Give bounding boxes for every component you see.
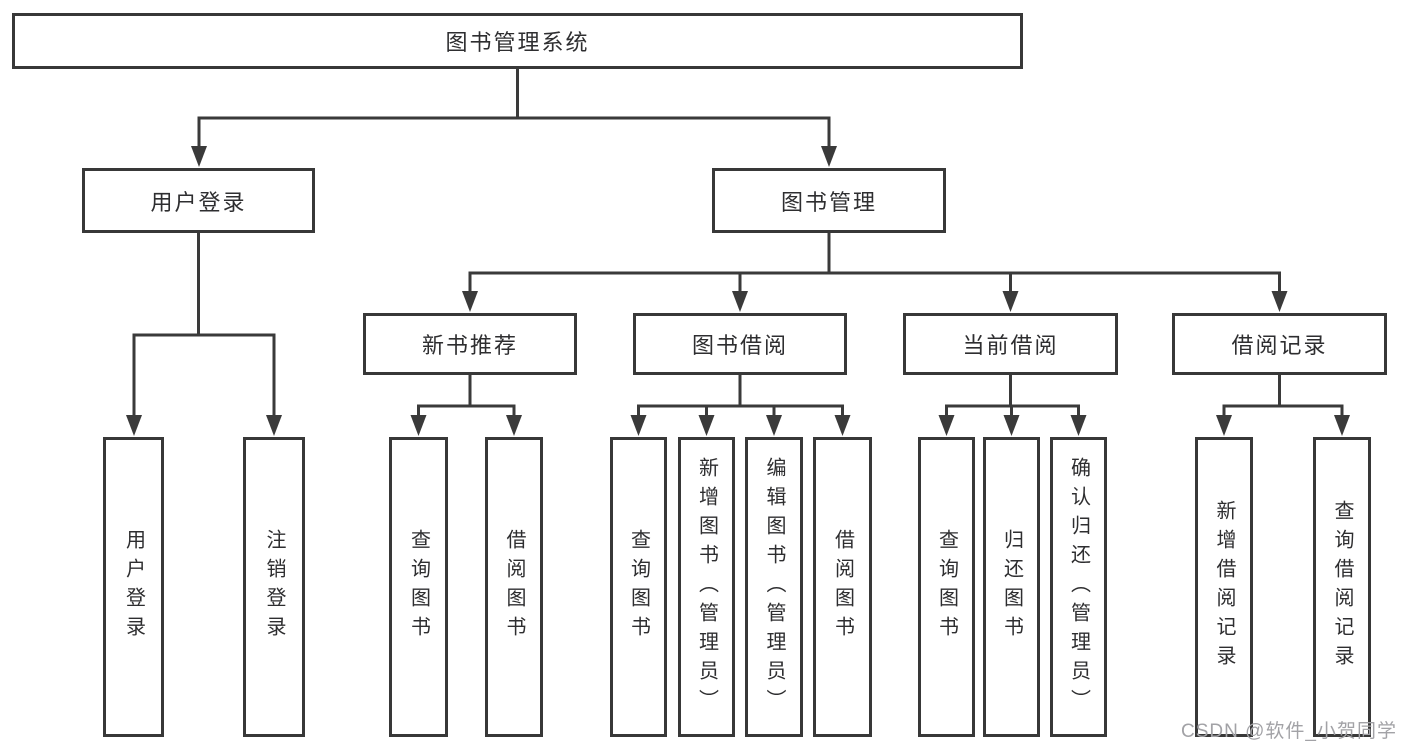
diagram-node-book-management: 图书管理 xyxy=(712,168,946,233)
diagram-node-leaf-cb-return-book: 归还图书 xyxy=(983,437,1040,737)
diagram-node-leaf-cb-confirm-return: 确认归还（管理员） xyxy=(1050,437,1107,737)
arrowhead-icon xyxy=(1216,415,1232,436)
arrowhead-icon xyxy=(462,291,478,312)
diagram-node-root: 图书管理系统 xyxy=(12,13,1023,69)
arrowhead-icon xyxy=(834,415,851,436)
diagram-node-leaf-br-add-record: 新增借阅记录 xyxy=(1195,437,1253,737)
watermark-text: CSDN @软件_小贺同学 xyxy=(1181,721,1397,742)
diagram-node-leaf-logout: 注销登录 xyxy=(243,437,305,737)
arrowhead-icon xyxy=(698,415,715,436)
arrowhead-icon xyxy=(821,146,837,167)
diagram-node-user-login: 用户登录 xyxy=(82,168,315,233)
diagram-node-leaf-bb-borrow-book: 借阅图书 xyxy=(813,437,872,737)
arrowhead-icon xyxy=(191,146,207,167)
arrowhead-icon xyxy=(732,291,748,312)
diagram-node-leaf-br-query-record: 查询借阅记录 xyxy=(1313,437,1371,737)
diagram-node-leaf-nb-borrow-book: 借阅图书 xyxy=(485,437,543,737)
diagram-node-leaf-bb-edit-book: 编辑图书（管理员） xyxy=(745,437,803,737)
diagram-node-borrowing-records: 借阅记录 xyxy=(1172,313,1387,375)
arrowhead-icon xyxy=(1271,291,1288,312)
arrowhead-icon xyxy=(266,415,282,436)
arrowhead-icon xyxy=(126,415,142,436)
arrowhead-icon xyxy=(1070,415,1087,436)
arrowhead-icon xyxy=(1002,291,1019,312)
arrowhead-icon xyxy=(1334,415,1350,436)
diagram-node-leaf-user-login: 用户登录 xyxy=(103,437,164,737)
diagram-node-book-borrowing: 图书借阅 xyxy=(633,313,847,375)
diagram-node-leaf-bb-add-book: 新增图书（管理员） xyxy=(678,437,735,737)
arrowhead-icon xyxy=(1003,415,1020,436)
diagram-node-new-book-recommend: 新书推荐 xyxy=(363,313,577,375)
arrowhead-icon xyxy=(410,415,427,436)
diagram-node-leaf-bb-query-book: 查询图书 xyxy=(610,437,667,737)
diagram-node-leaf-cb-query-book: 查询图书 xyxy=(918,437,975,737)
arrowhead-icon xyxy=(938,415,955,436)
diagram-node-leaf-nb-query-book: 查询图书 xyxy=(389,437,448,737)
diagram-node-current-borrowing: 当前借阅 xyxy=(903,313,1118,375)
arrowhead-icon xyxy=(766,415,782,436)
arrowhead-icon xyxy=(506,415,522,436)
arrowhead-icon xyxy=(630,415,647,436)
